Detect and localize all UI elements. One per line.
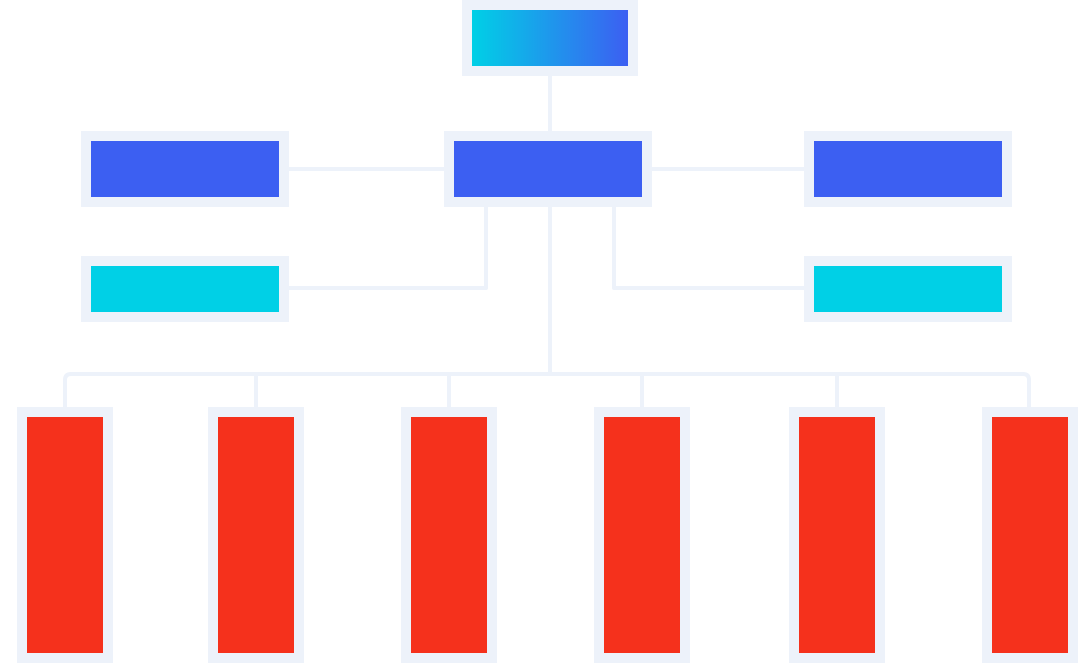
edge-leaf-bus [63, 372, 1031, 407]
right-branch-node-label [814, 141, 1002, 197]
leaf-node-6 [982, 407, 1078, 663]
left-branch-node [81, 131, 289, 207]
left-sub-node-label [91, 266, 279, 312]
edge-center-right-sub [612, 207, 804, 290]
right-sub-node-label [814, 266, 1002, 312]
leaf-node-3-label [411, 417, 487, 653]
leaf-node-6-label [992, 417, 1068, 653]
center-node-label [454, 141, 642, 197]
center-node [444, 131, 652, 207]
leaf-node-3 [401, 407, 497, 663]
left-branch-node-label [91, 141, 279, 197]
edge-center-left-sub [289, 207, 488, 290]
leaf-node-1-label [27, 417, 103, 653]
right-sub-node [804, 256, 1012, 322]
right-branch-node [804, 131, 1012, 207]
leaf-node-4 [594, 407, 690, 663]
leaf-node-5-label [799, 417, 875, 653]
root-node-label [472, 10, 628, 66]
leaf-node-4-label [604, 417, 680, 653]
leaf-node-1 [17, 407, 113, 663]
left-sub-node [81, 256, 289, 322]
root-node [462, 0, 638, 76]
leaf-node-2 [208, 407, 304, 663]
leaf-node-5 [789, 407, 885, 663]
leaf-node-2-label [218, 417, 294, 653]
